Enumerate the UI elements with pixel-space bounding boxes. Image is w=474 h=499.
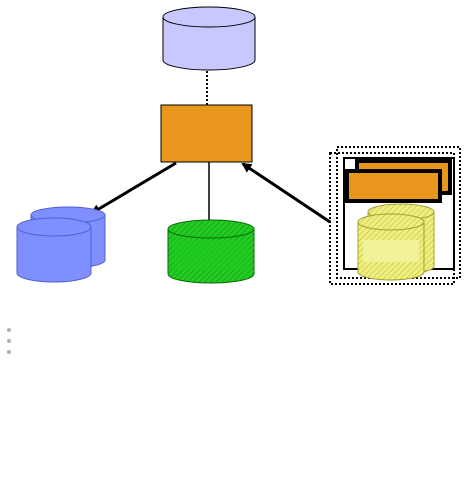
bullet-item: [7, 328, 11, 332]
bullet-item: [7, 339, 11, 343]
arrow-to-left-database: [90, 161, 177, 215]
bullet-list: [6, 328, 18, 361]
bullet-item: [7, 350, 11, 354]
right-group-middle-frame: [336, 146, 461, 279]
central-component: [160, 104, 253, 163]
middle-database: [167, 219, 255, 284]
right-yellow-database-front: [357, 213, 425, 281]
right-orange-card-front: [345, 169, 442, 203]
top-database: [162, 6, 256, 71]
right-group: [329, 146, 461, 285]
left-database-stack: [16, 206, 106, 283]
arrow-from-right-group: [241, 162, 331, 224]
left-database-front: [16, 217, 92, 283]
